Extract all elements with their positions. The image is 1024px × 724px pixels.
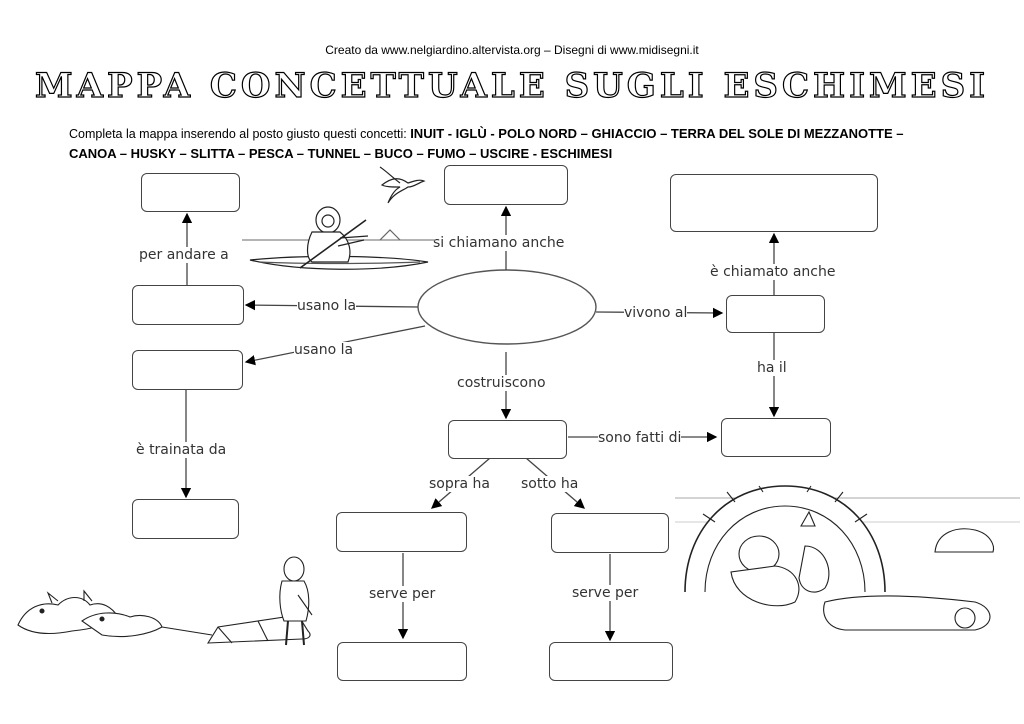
box-vivono-al-target[interactable]: [726, 295, 825, 333]
link-si-chiamano-anche: si chiamano anche: [433, 235, 565, 251]
link-usano-la-2: usano la: [294, 342, 354, 358]
instructions-concepts: INUIT - IGLÙ - POLO NORD – GHIACCIO – TE…: [69, 126, 904, 161]
box-si-chiamano-target[interactable]: [444, 165, 568, 205]
link-serve-per-2: serve per: [572, 585, 639, 601]
credit-line: Creato da www.nelgiardino.altervista.org…: [325, 43, 699, 57]
link-ha-il: ha il: [757, 360, 787, 376]
link-vivono-al: vivono al: [624, 305, 688, 321]
box-chiamato-anche-target[interactable]: [670, 174, 878, 232]
box-slitta-target[interactable]: [132, 350, 243, 390]
page-title-text: MAPPA CONCETTUALE SUGLI ESCHIMESI: [34, 65, 990, 106]
link-per-andare-a: per andare a: [139, 247, 229, 263]
box-serve-per-2-target[interactable]: [549, 642, 673, 681]
dog-sled-icon: [17, 556, 313, 646]
bird-icon: [379, 166, 426, 204]
box-trainata-da-target[interactable]: [132, 499, 239, 539]
center-ellipse: [417, 269, 597, 345]
link-sono-fatti-di: sono fatti di: [598, 430, 682, 446]
link-usano-la-1: usano la: [297, 298, 357, 314]
link-e-trainata-da: è trainata da: [136, 442, 227, 458]
instructions-intro: Completa la mappa inserendo al posto giu…: [69, 127, 411, 141]
page-title: MAPPA CONCETTUALE SUGLI ESCHIMESI: [0, 65, 1024, 106]
link-sotto-ha: sotto ha: [521, 476, 579, 492]
box-sotto-ha-target[interactable]: [551, 513, 669, 553]
box-ha-il-target[interactable]: [721, 418, 831, 457]
kayak-eskimo-icon: [242, 206, 436, 270]
link-serve-per-1: serve per: [369, 586, 436, 602]
box-serve-per-1-target[interactable]: [337, 642, 467, 681]
box-sopra-ha-target[interactable]: [336, 512, 467, 552]
igloo-interior-icon: [675, 485, 1020, 631]
box-costruiscono-target[interactable]: [448, 420, 567, 459]
link-e-chiamato-anche: è chiamato anche: [710, 264, 836, 280]
link-costruiscono: costruiscono: [457, 375, 546, 391]
link-sopra-ha: sopra ha: [429, 476, 490, 492]
instructions: Completa la mappa inserendo al posto giu…: [69, 124, 949, 164]
box-canoa-target[interactable]: [132, 285, 244, 325]
box-polo-nord-target[interactable]: [141, 173, 240, 212]
